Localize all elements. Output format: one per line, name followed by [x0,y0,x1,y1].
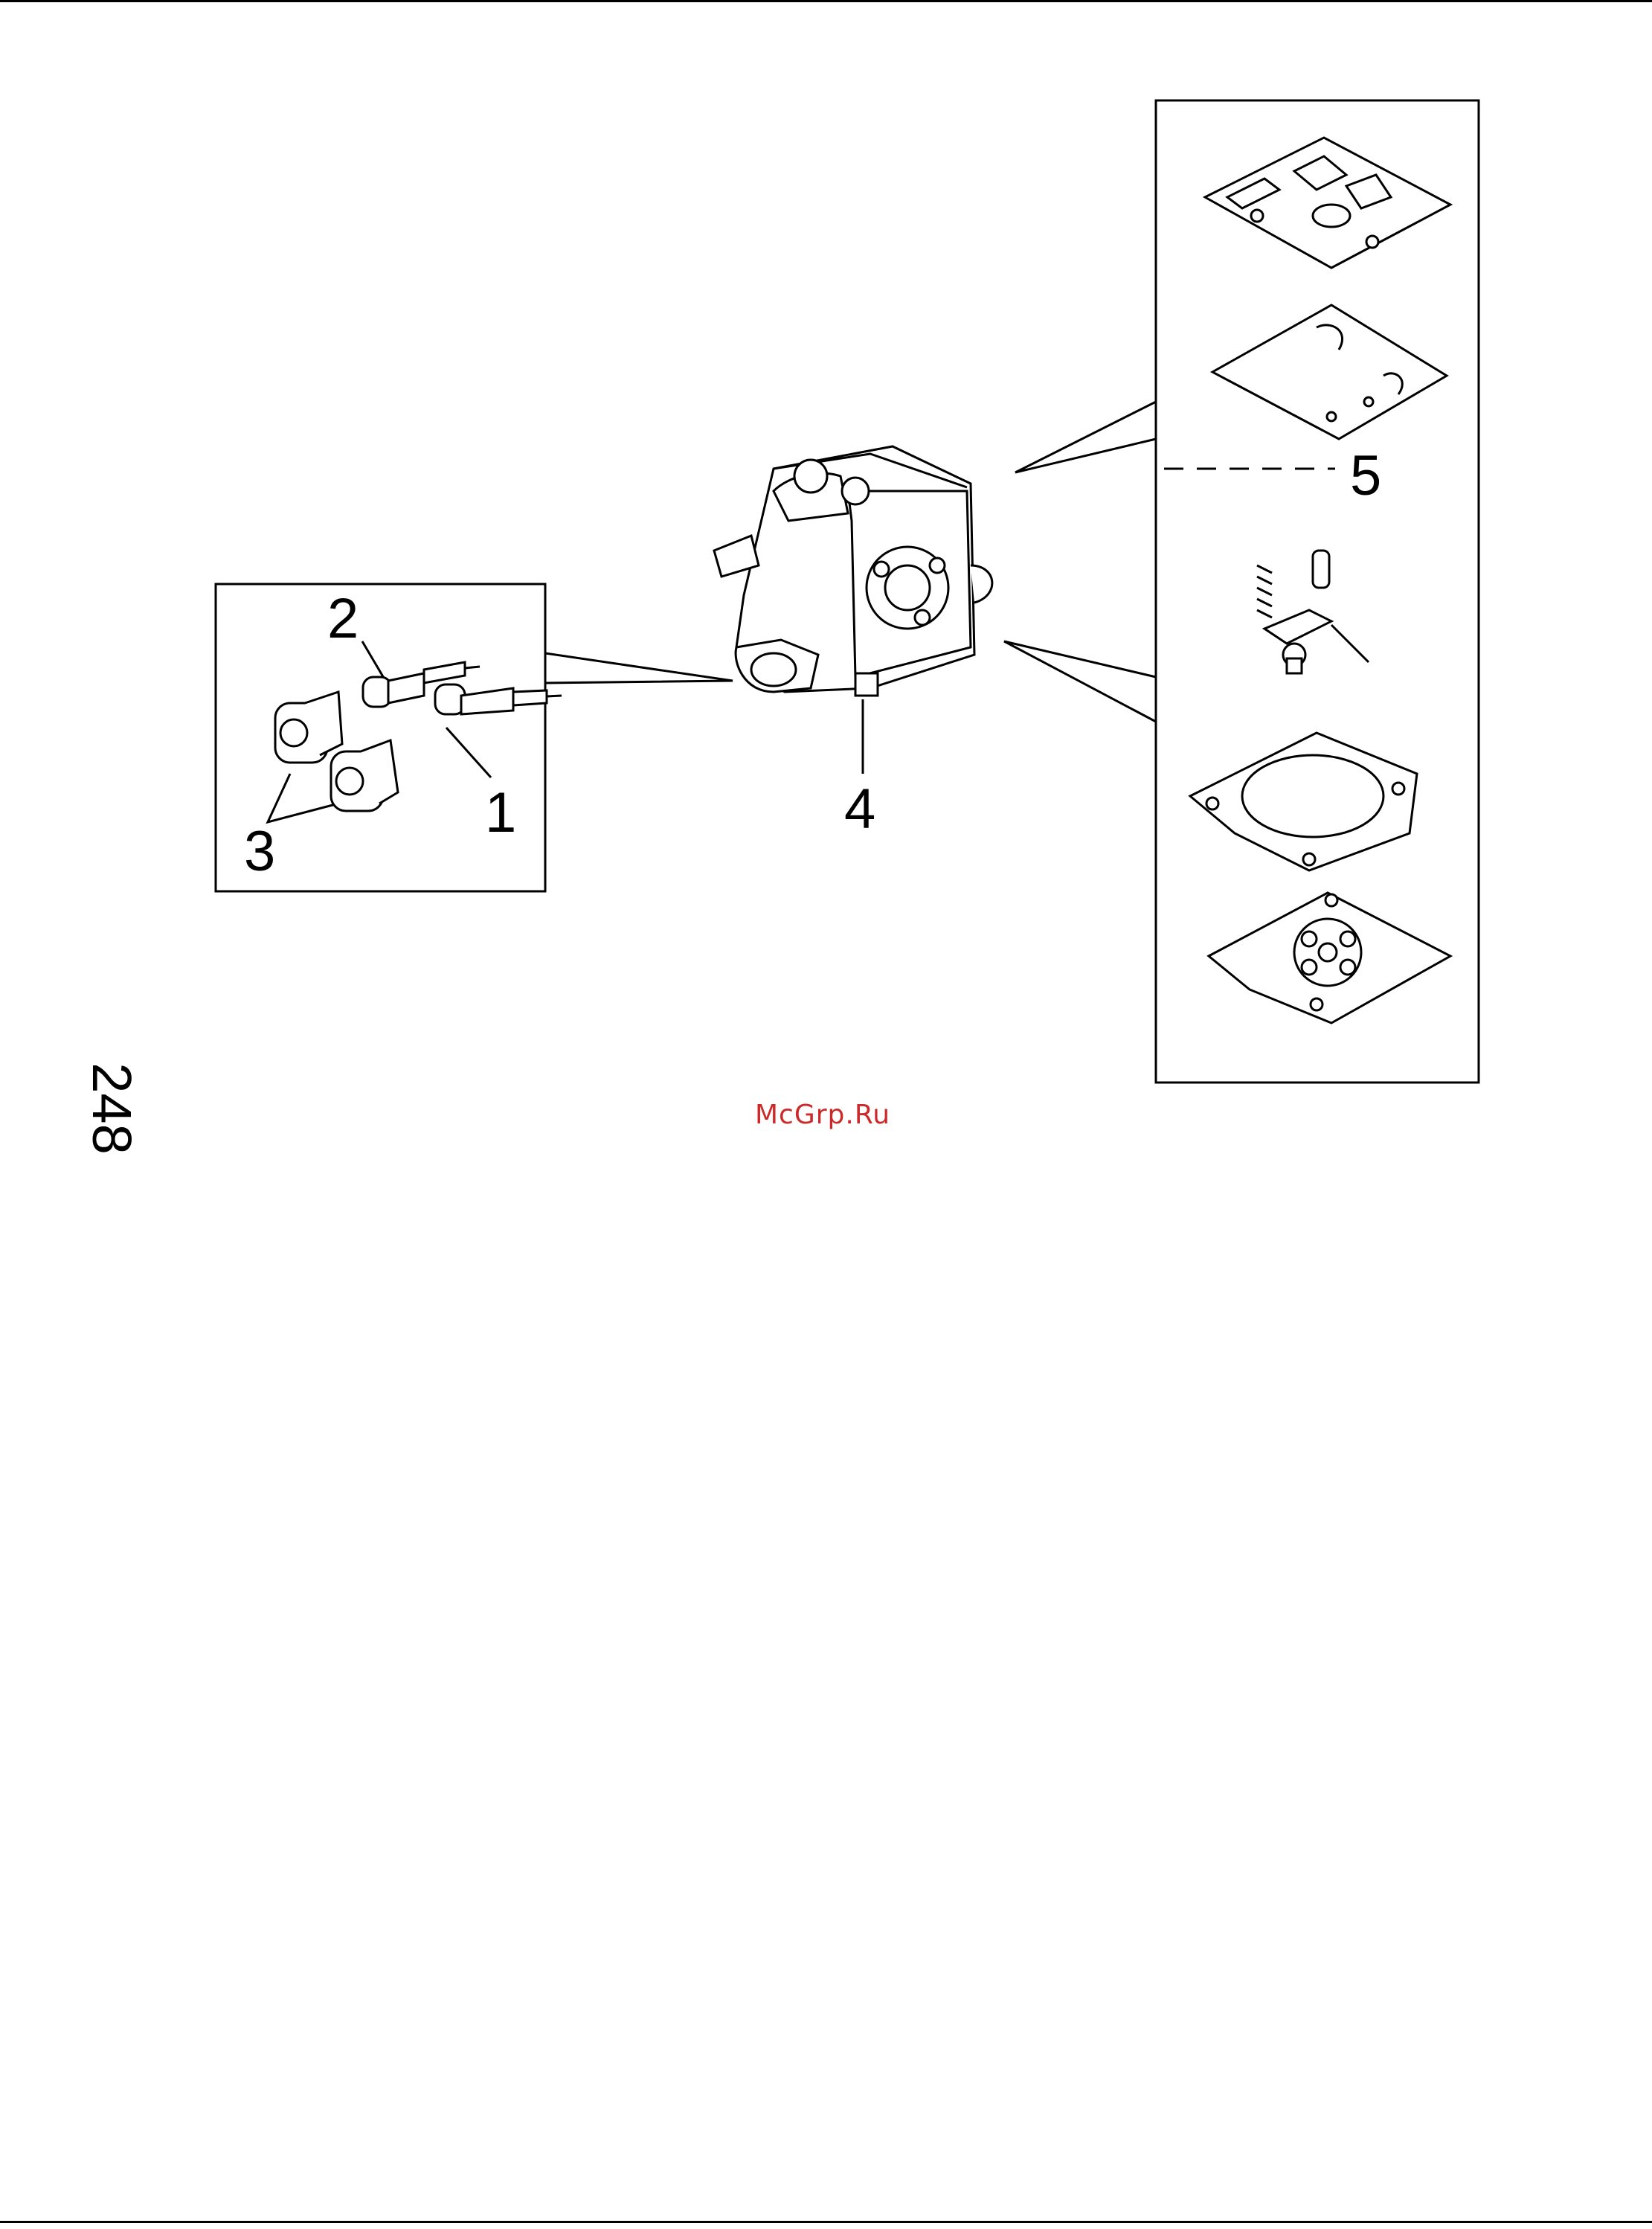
callout-1-leader [446,728,491,777]
limiter-cap-icon [275,692,398,811]
callout-3-leaders [268,774,338,822]
adjusting-screw-icon [363,662,562,714]
metering-diaphragm-icon [1209,893,1450,1023]
needle-valve-parts-icon [1257,551,1369,673]
metering-gasket-icon [1190,733,1417,870]
right-box-leader-bottom [1004,641,1156,722]
callout-4: 4 [844,777,875,841]
callout-5: 5 [1350,444,1381,507]
diaphragm-sheet-icon [1212,305,1447,439]
callout-2: 2 [327,587,359,650]
callout-3: 3 [244,820,275,883]
left-box-leader [545,653,733,683]
callout-1: 1 [485,781,516,844]
page-number: 248 [84,1053,139,1164]
watermark: McGrp.Ru [755,1100,904,1130]
carburetor-icon [714,446,992,696]
pump-cover-gasket-icon [1205,138,1450,268]
right-box-leader-top [1015,402,1156,472]
